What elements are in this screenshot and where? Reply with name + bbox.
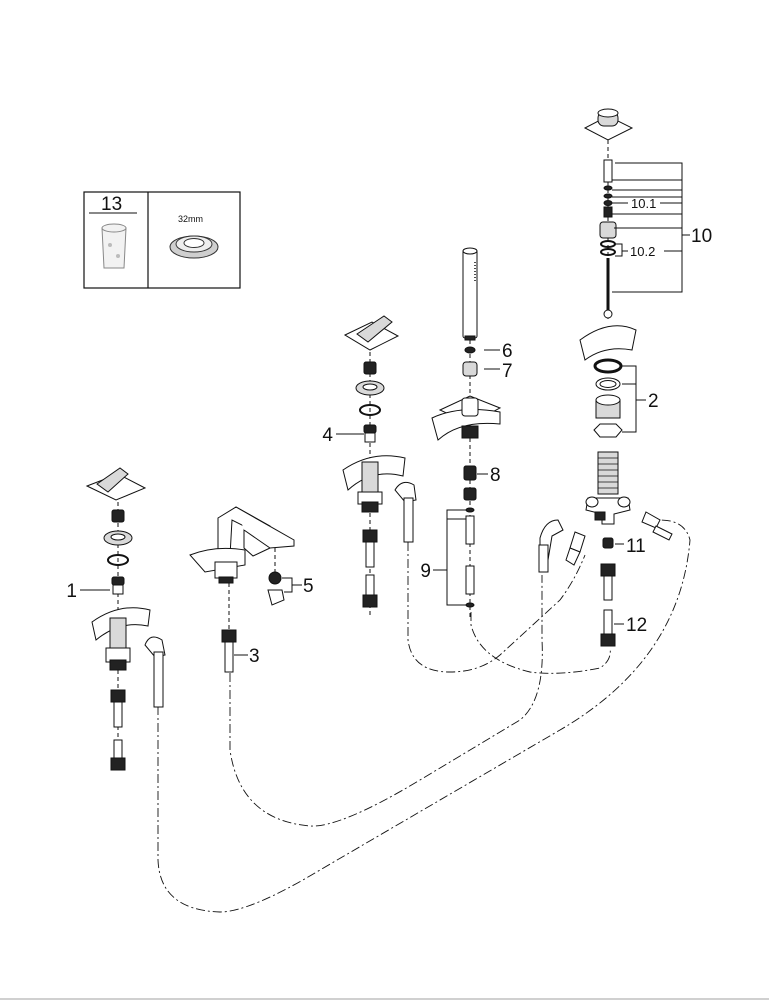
callout-2: 2 — [648, 391, 659, 412]
callout-10-1: 10.1 — [631, 196, 656, 211]
callout-8: 8 — [490, 465, 501, 486]
hose-routes — [157, 519, 691, 913]
tool-size-label: 32mm — [178, 214, 203, 224]
callout-5: 5 — [303, 576, 314, 597]
inset-part-number: 13 — [101, 194, 122, 215]
callout-12: 12 — [626, 615, 647, 636]
callout-4: 4 — [322, 425, 333, 446]
callout-1: 1 — [66, 581, 77, 602]
callout-6: 6 — [502, 341, 513, 362]
diverter-assembly: 10.1 10.2 10 2 — [538, 108, 712, 647]
cartridge-tool-icon — [101, 223, 127, 269]
callout-3: 3 — [249, 646, 260, 667]
hand-shower-assembly: 6 7 8 9 — [420, 247, 513, 620]
bottom-divider — [0, 998, 769, 1000]
callout-10-2: 10.2 — [630, 244, 655, 259]
middle-valve-assembly: 4 — [322, 315, 417, 615]
callout-7: 7 — [502, 361, 513, 382]
left-valve-assembly: 1 — [66, 467, 166, 771]
callout-9: 9 — [420, 561, 431, 582]
callout-11: 11 — [626, 536, 646, 557]
callout-10: 10 — [691, 226, 712, 247]
inset-box: 13 32mm — [83, 191, 241, 289]
nut-ring-icon — [169, 235, 219, 259]
spout-assembly: 3 5 — [189, 506, 314, 673]
